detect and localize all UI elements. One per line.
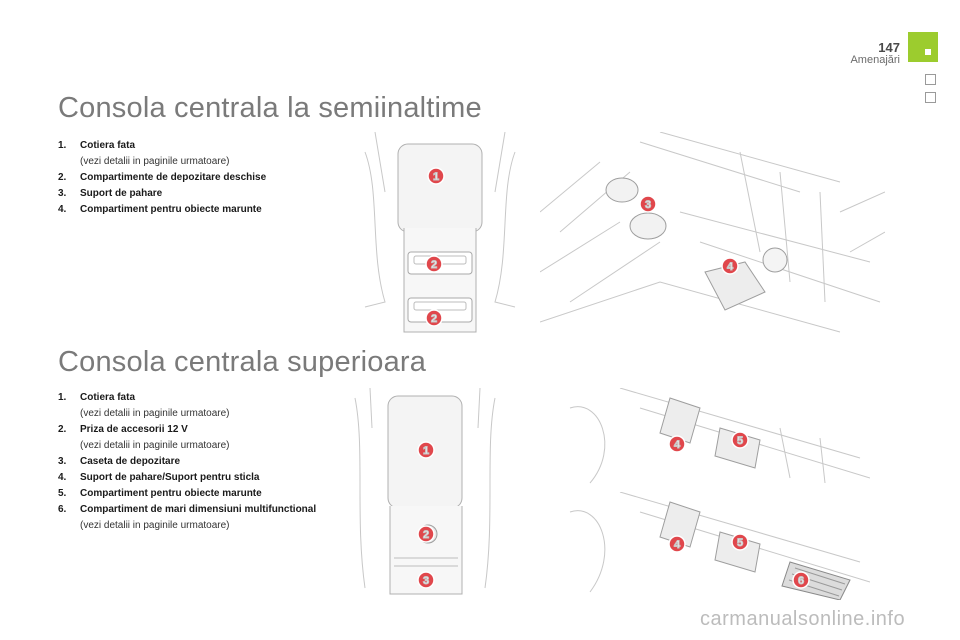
list-item: 1.Cotiera fata(vezi detalii in paginile …	[58, 392, 230, 419]
marker-2: 2	[425, 309, 443, 327]
list-item: 3.Caseta de depozitare	[58, 456, 181, 467]
marker-4: 4	[668, 535, 686, 553]
svg-text:3: 3	[423, 575, 429, 587]
marker-4: 4	[668, 435, 686, 453]
item-list-semiinaltime: 1.Cotiera fata(vezi detalii in paginile …	[58, 138, 338, 218]
svg-text:4: 4	[727, 261, 734, 273]
marker-3: 3	[639, 195, 657, 213]
marker-6: 6	[792, 571, 810, 589]
svg-text:5: 5	[737, 435, 743, 447]
svg-text:1: 1	[423, 445, 429, 457]
svg-text:2: 2	[431, 259, 437, 271]
marker-1: 1	[417, 441, 435, 459]
list-item: 6.Compartiment de mari dimensiuni multif…	[58, 504, 317, 531]
chapter-label: Amenajări	[850, 54, 900, 66]
chapter-tab-active	[908, 32, 938, 62]
section-title-semiinaltime: Consola centrala la semiinaltime	[58, 92, 482, 124]
marker-5: 5	[731, 533, 749, 551]
console-top-illustration: 4 5	[560, 388, 870, 488]
console-semiinaltime-illustration: 1 2 2	[360, 132, 520, 344]
marker-2: 2	[417, 525, 435, 543]
marker-1: 1	[427, 167, 445, 185]
svg-text:4: 4	[674, 439, 681, 451]
list-item: 5.Compartiment pentru obiecte marunte	[58, 488, 262, 499]
list-item: 2.Priza de accesorii 12 V(vezi detalii i…	[58, 424, 230, 451]
list-item: 4.Suport de pahare/Suport pentru sticla	[58, 472, 260, 483]
svg-text:3: 3	[645, 199, 651, 211]
marker-2: 2	[425, 255, 443, 273]
list-item: 2.Compartimente de depozitare deschise	[58, 172, 267, 183]
watermark: carmanualsonline.info	[700, 608, 906, 630]
svg-text:4: 4	[674, 539, 681, 551]
svg-text:6: 6	[798, 575, 804, 587]
item-list-superioara: 1.Cotiera fata(vezi detalii in paginile …	[58, 390, 338, 534]
chapter-tab	[925, 74, 936, 85]
chapter-tab	[925, 92, 936, 103]
page-number: 147	[878, 40, 900, 55]
section-title-superioara: Consola centrala superioara	[58, 346, 427, 378]
svg-text:5: 5	[737, 537, 743, 549]
marker-4: 4	[721, 257, 739, 275]
marker-5: 5	[731, 431, 749, 449]
console-cupholder-illustration: 3 4	[540, 132, 885, 344]
console-superioara-illustration: 1 2 3	[350, 388, 500, 600]
svg-text:2: 2	[431, 313, 437, 325]
console-tray-illustration: 4 5 6	[560, 492, 870, 600]
svg-text:1: 1	[433, 171, 439, 183]
list-item: 3.Suport de pahare	[58, 188, 163, 199]
list-item: 1.Cotiera fata(vezi detalii in paginile …	[58, 140, 230, 167]
tab-square-icon	[925, 49, 931, 55]
list-item: 4.Compartiment pentru obiecte marunte	[58, 204, 262, 215]
marker-3: 3	[417, 571, 435, 589]
svg-text:2: 2	[423, 529, 429, 541]
